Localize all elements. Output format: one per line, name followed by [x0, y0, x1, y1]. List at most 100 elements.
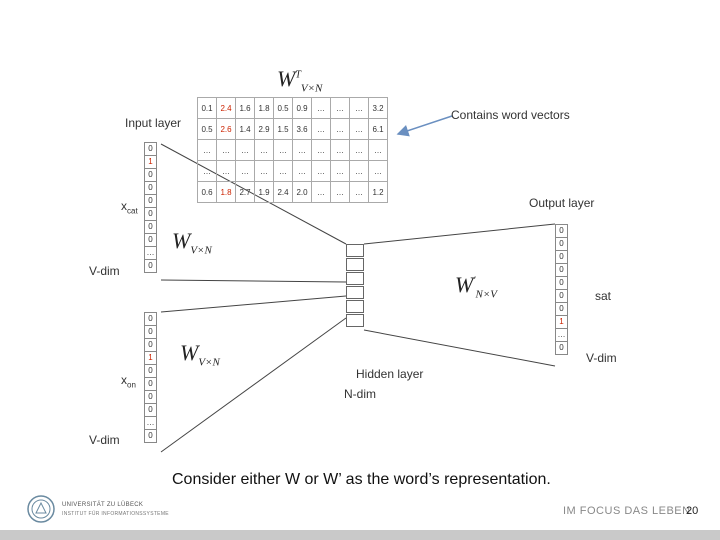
matrix-cell: …: [197, 160, 217, 182]
vector-cell: 0: [145, 326, 156, 339]
matrix-cell: …: [330, 139, 350, 161]
line-output-lower: [363, 329, 556, 367]
matrix-cell: …: [311, 97, 331, 119]
vector-cell: 0: [556, 251, 567, 264]
hidden-cell: [346, 314, 364, 327]
matrix-transpose-label: WTV×N: [277, 66, 323, 95]
vector-cell: 0: [145, 339, 156, 352]
university-seal-icon: [27, 495, 55, 523]
vector-cell: 0: [559, 343, 564, 352]
word-label-on: xon: [121, 373, 136, 390]
line-output-upper: [363, 223, 556, 245]
vector-cell: …: [145, 247, 156, 260]
line-top-input-lower: [160, 279, 347, 283]
matrix-cell: …: [330, 118, 350, 140]
matrix-cell: 1.9: [254, 181, 274, 203]
matrix-cell: 2.0: [292, 181, 312, 203]
output-layer-label: Output layer: [529, 196, 595, 210]
vector-cell: 0: [145, 182, 156, 195]
w-prime-label: W′N×V: [455, 272, 497, 301]
vector-cell: 0: [556, 238, 567, 251]
vector-cell: 1: [145, 156, 156, 169]
vector-cell: 0: [556, 277, 567, 290]
matrix-cell: …: [368, 160, 388, 182]
vector-cell: 0: [148, 431, 153, 440]
output-word-label: sat: [595, 289, 612, 303]
matrix-cell: 0.6: [197, 181, 217, 203]
input-layer-label: Input layer: [125, 116, 182, 130]
matrix-cell: …: [273, 160, 293, 182]
vector-cell: 0: [148, 261, 153, 270]
vector-cell: 0: [145, 234, 156, 247]
hidden-cell: [346, 300, 364, 313]
matrix-cell: 2.4: [273, 181, 293, 203]
vector-cell: 0: [145, 378, 156, 391]
institute-name: INSTITUT FÜR INFORMATIONSSYSTEME: [62, 511, 169, 517]
word-label-cat: xcat: [121, 199, 138, 216]
matrix-row: …………………………: [197, 160, 388, 182]
matrix-cell: 2.4: [216, 97, 236, 119]
matrix-cell: 1.6: [235, 97, 255, 119]
vector-cell: 0: [556, 264, 567, 277]
matrix-cell: …: [216, 139, 236, 161]
matrix-cell: …: [197, 139, 217, 161]
vector-cell: 0: [145, 221, 156, 234]
footer-slogan: IM FOCUS DAS LEBEN: [563, 505, 691, 517]
matrix-cell: 2.6: [216, 118, 236, 140]
matrix-cell: …: [216, 160, 236, 182]
vector-cell: 0: [556, 303, 567, 316]
matrix-cell: …: [330, 160, 350, 182]
footer-stripe: [0, 530, 720, 540]
matrix-cell: …: [311, 160, 331, 182]
matrix-cell: …: [235, 160, 255, 182]
matrix-cell: 0.1: [197, 97, 217, 119]
vector-cell: 1: [145, 352, 156, 365]
matrix-cell: 3.6: [292, 118, 312, 140]
matrix-cell: 0.5: [273, 97, 293, 119]
vector-cell: 0: [145, 391, 156, 404]
vector-cell: 0: [145, 313, 156, 326]
matrix-row: …………………………: [197, 139, 388, 161]
matrix-cell: …: [254, 139, 274, 161]
matrix-cell: …: [349, 139, 369, 161]
vector-cell: …: [556, 329, 567, 342]
line-bottom-input-upper: [160, 295, 347, 313]
matrix-cell: 2.7: [235, 181, 255, 203]
hidden-cell: [346, 286, 364, 299]
vector-cell: 0: [145, 195, 156, 208]
vector-cell: 0: [556, 225, 567, 238]
matrix-cell: 1.2: [368, 181, 388, 203]
matrix-cell: 1.8: [216, 181, 236, 203]
w-bottom-label: WV×N: [180, 340, 220, 369]
matrix-cell: …: [311, 139, 331, 161]
vdim-label-bottom: V-dim: [89, 433, 120, 447]
contains-arrow: [396, 115, 453, 137]
matrix-cell: …: [292, 160, 312, 182]
matrix-cell: …: [235, 139, 255, 161]
vector-cell: …: [145, 417, 156, 430]
contains-word-vectors-label: Contains word vectors: [451, 108, 570, 122]
hidden-layer-vector: [346, 244, 364, 328]
university-name: UNIVERSITÄT ZU LÜBECK: [62, 502, 144, 508]
matrix-cell: …: [330, 181, 350, 203]
page-number: 20: [686, 505, 699, 517]
hidden-cell: [346, 258, 364, 271]
matrix-cell: …: [349, 181, 369, 203]
vector-cell: 0: [145, 143, 156, 156]
vdim-label-top: V-dim: [89, 264, 120, 278]
vector-cell: 1: [556, 316, 567, 329]
matrix-cell: …: [330, 97, 350, 119]
caption: Consider either W or W’ as the word’s re…: [172, 471, 551, 488]
vector-cell: 0: [145, 208, 156, 221]
hidden-layer-dim: N-dim: [344, 387, 376, 401]
matrix-cell: 2.9: [254, 118, 274, 140]
matrix-cell: …: [368, 139, 388, 161]
matrix-cell: …: [311, 118, 331, 140]
hidden-layer-title: Hidden layer: [356, 367, 424, 381]
